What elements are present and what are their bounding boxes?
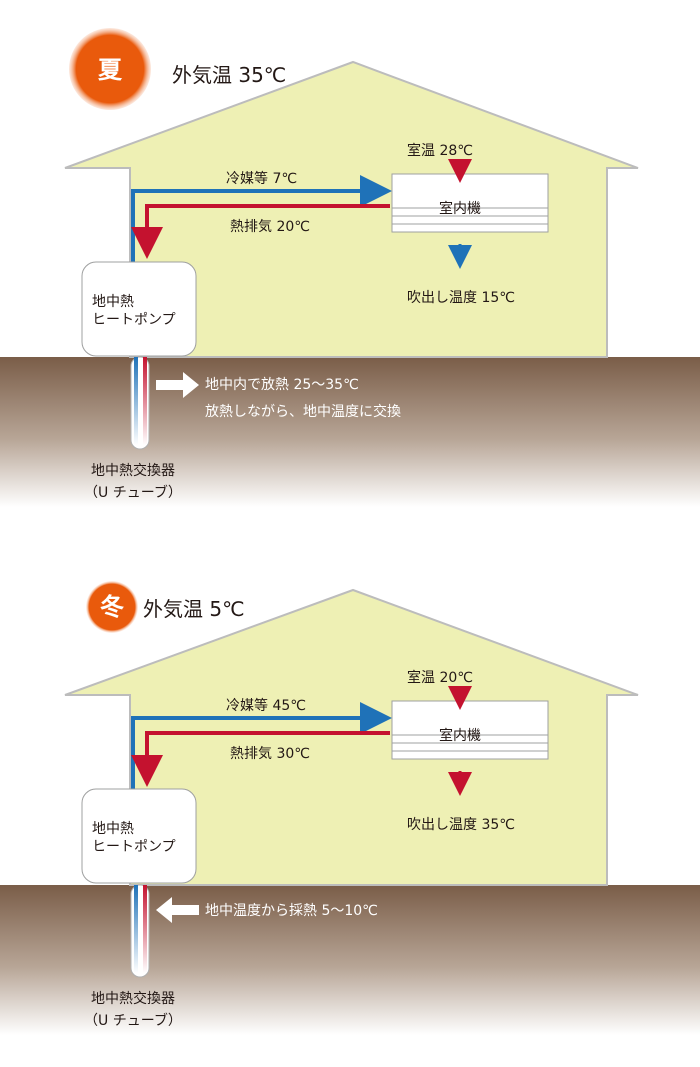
winter-heat-pump-line1: 地中熱 [92, 821, 134, 837]
winter-season-badge [86, 581, 138, 633]
summer-refrigerant-label: 冷媒等 7℃ [226, 170, 297, 187]
summer-exhaust-label: 熱排気 20℃ [230, 219, 310, 235]
summer-exchanger-line2: （U チューブ） [84, 484, 182, 501]
summer-heat-pump-line1: 地中熱 [92, 294, 134, 310]
summer-exchanger-line1: 地中熱交換器 [91, 462, 175, 479]
summer-ground-arrow [156, 372, 199, 398]
winter-exhaust-label: 熱排気 30℃ [230, 746, 310, 762]
summer-outlet-temp: 吹出し温度 15℃ [407, 290, 515, 306]
summer-heat-pump-line2: ヒートポンプ [92, 312, 176, 328]
summer-house [64, 60, 639, 358]
summer-section: 夏 外気温 35℃ 冷媒等 7℃ 熱排気 20℃ 室内機 室温 28℃ 吹出し温… [0, 28, 700, 507]
winter-outlet-temp: 吹出し温度 35℃ [407, 817, 515, 833]
summer-outdoor-temp: 外気温 35℃ [172, 63, 286, 87]
winter-exchanger-line1: 地中熱交換器 [91, 990, 175, 1007]
summer-room-temp: 室温 28℃ [407, 142, 473, 159]
winter-season-label: 冬 [100, 593, 124, 621]
summer-exhaust-pipe [131, 204, 390, 259]
summer-ground-line2: 放熱しながら、地中温度に交換 [205, 403, 401, 420]
summer-heat-pump [81, 261, 197, 357]
winter-outdoor-temp: 外気温 5℃ [143, 597, 245, 621]
winter-exchanger-line2: （U チューブ） [84, 1012, 182, 1029]
winter-u-tube [130, 884, 150, 978]
winter-indoor-unit-label: 室内機 [439, 727, 481, 744]
winter-refrigerant-label: 冷媒等 45℃ [226, 697, 306, 714]
summer-season-label: 夏 [98, 56, 123, 84]
summer-ground-line1: 地中内で放熱 25〜35℃ [205, 377, 359, 393]
summer-season-badge [69, 28, 151, 110]
winter-ground-arrow [156, 897, 199, 923]
winter-room-temp: 室温 20℃ [407, 669, 473, 686]
winter-heat-pump-line2: ヒートポンプ [92, 839, 176, 855]
winter-exhaust-pipe [131, 731, 390, 787]
winter-ground [0, 885, 700, 1035]
winter-section: 冬 外気温 5℃ 冷媒等 45℃ 熱排気 30℃ 室内機 室温 20℃ 吹出し温… [0, 581, 700, 1035]
summer-u-tube [130, 356, 150, 450]
winter-ground-line1: 地中温度から採熱 5〜10℃ [205, 903, 378, 919]
summer-ground [0, 357, 700, 507]
summer-indoor-unit [391, 173, 549, 233]
summer-indoor-unit-label: 室内機 [439, 200, 481, 217]
winter-heat-pump [81, 788, 197, 884]
winter-house [64, 588, 639, 886]
